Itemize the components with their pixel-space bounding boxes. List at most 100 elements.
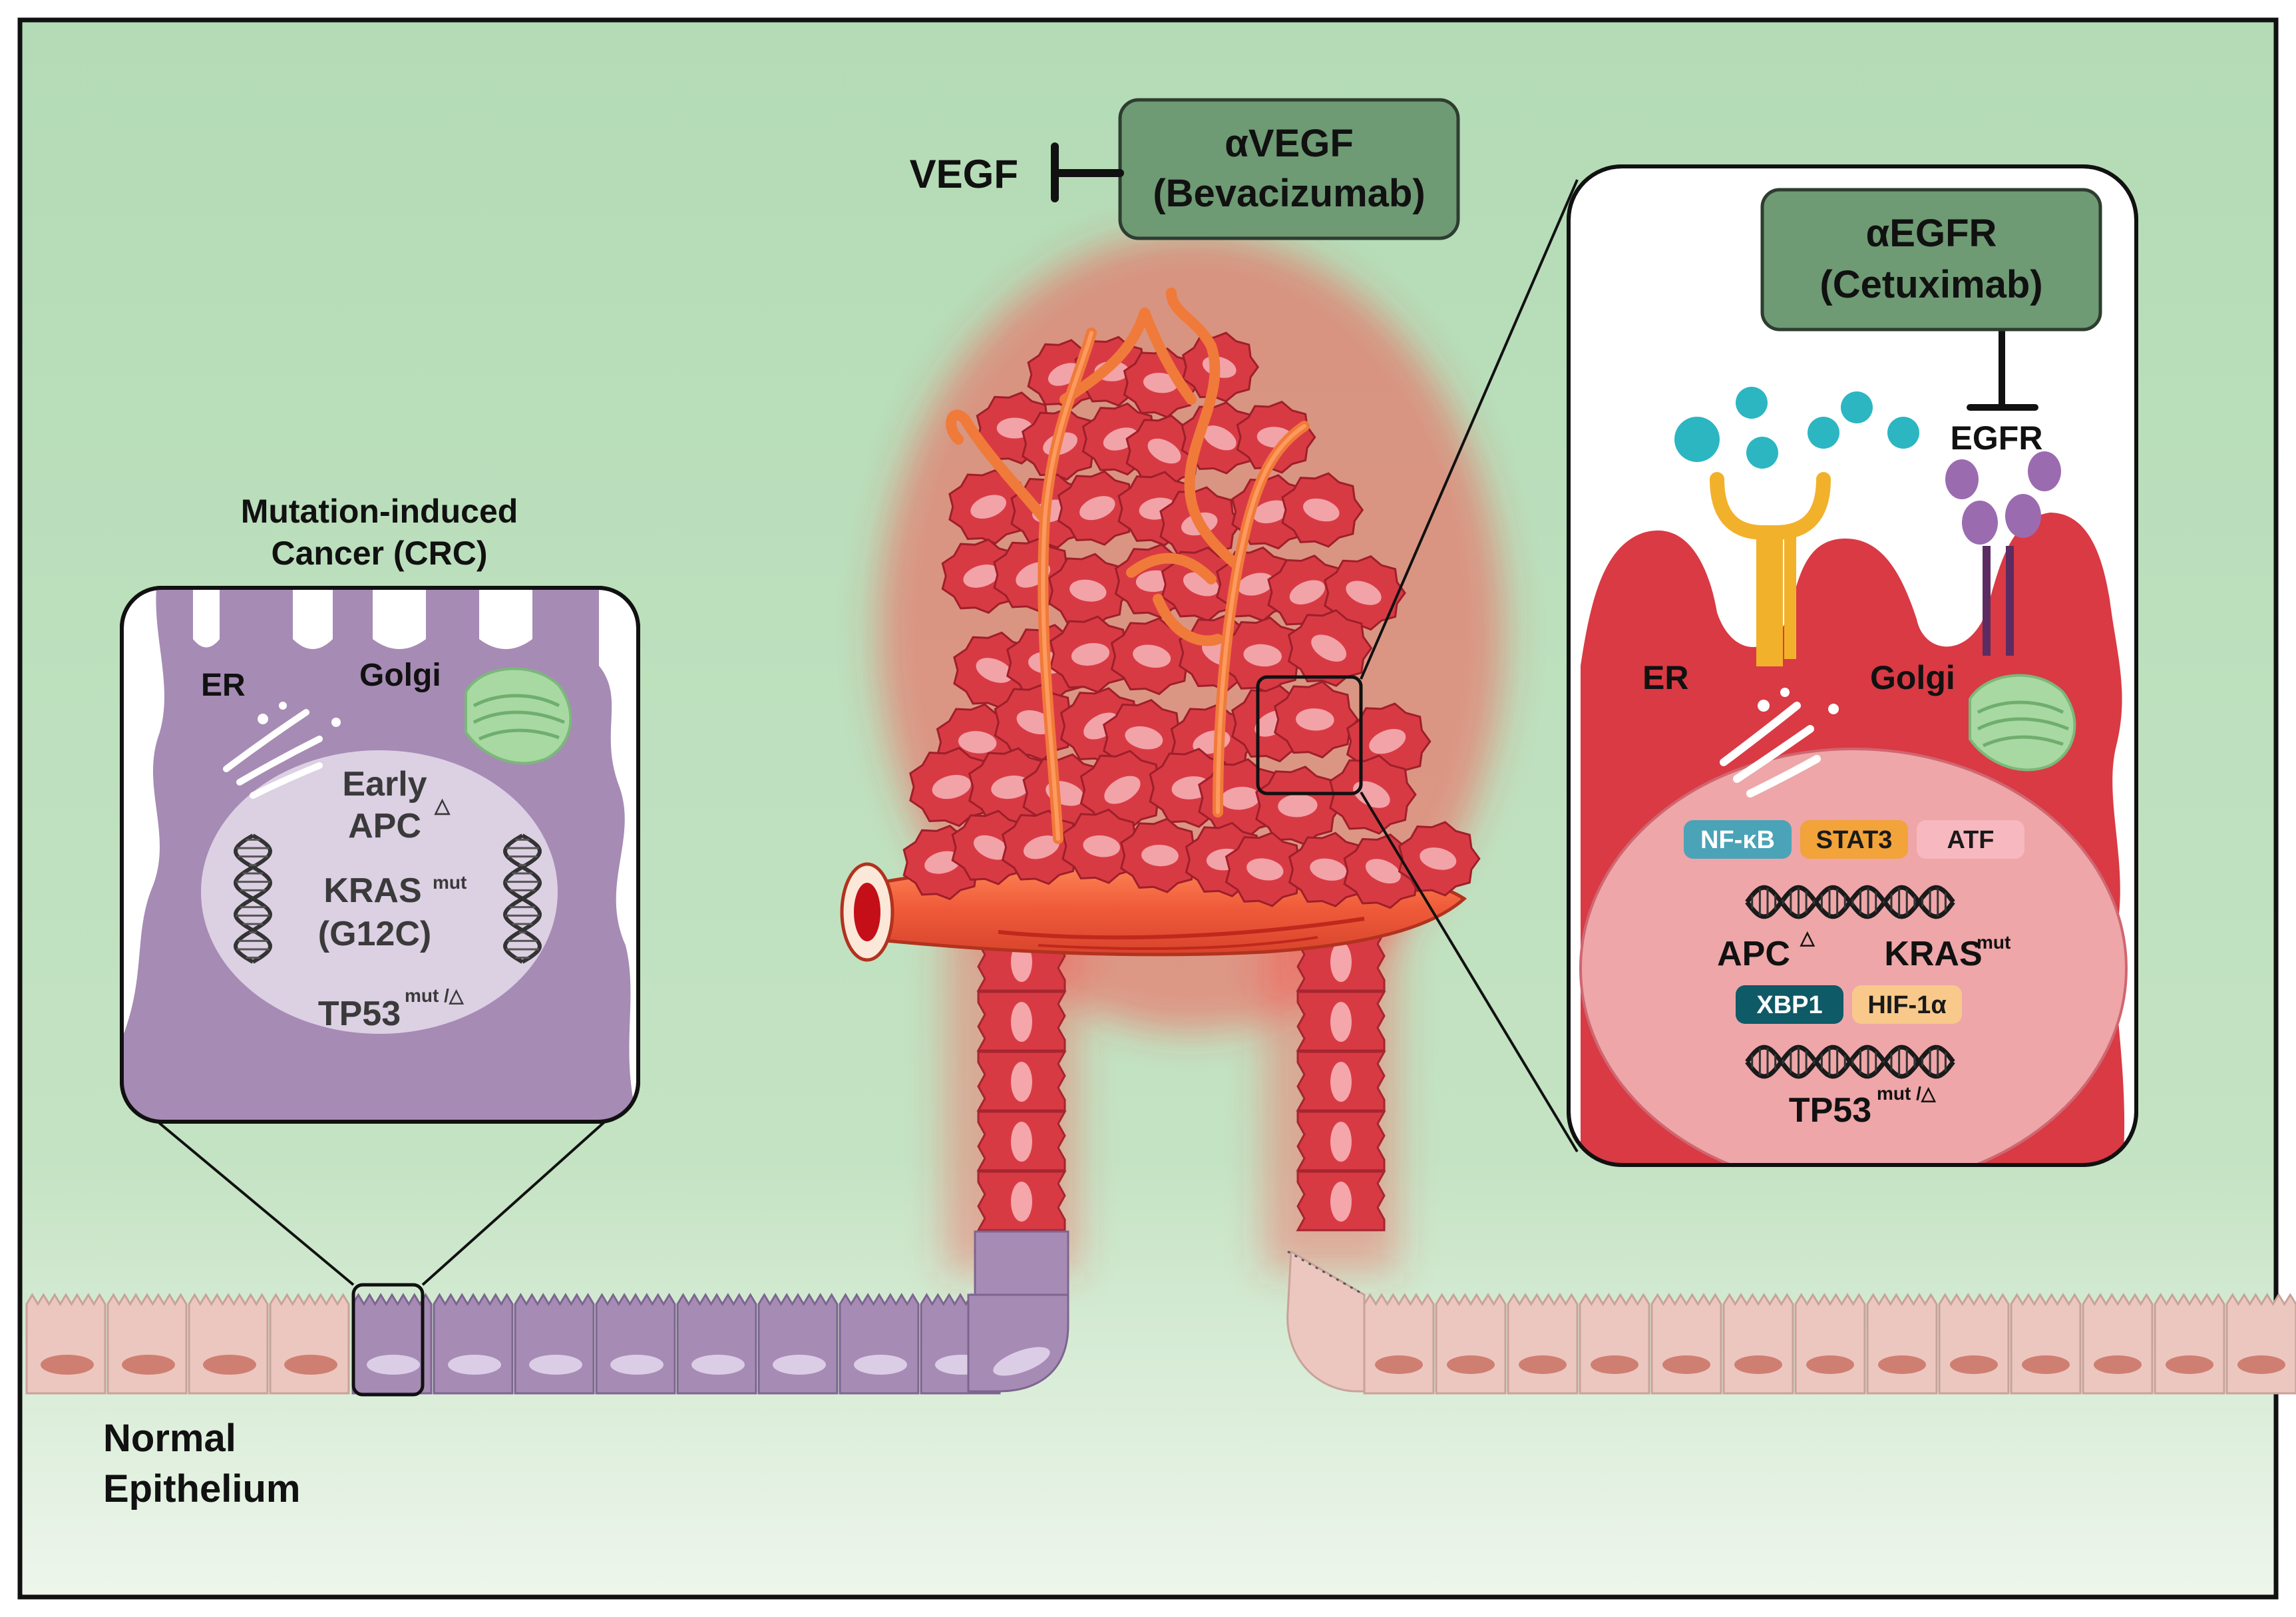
golgi-icon bbox=[1969, 674, 2076, 772]
tf-badge-label: STAT3 bbox=[1816, 826, 1893, 854]
mutant-cell-zoom-box bbox=[351, 1283, 425, 1397]
mutant-cell bbox=[433, 1293, 514, 1395]
normal-cell bbox=[2225, 1293, 2296, 1395]
cell-nucleus bbox=[1806, 1355, 1854, 1374]
dna-icon bbox=[1745, 1044, 1955, 1079]
cell-nucleus bbox=[932, 775, 971, 800]
crypt-walls bbox=[974, 931, 1386, 1296]
cell-nucleus bbox=[854, 1355, 907, 1375]
normal-cell bbox=[1507, 1293, 1579, 1395]
normal-epithelium-line2: Epithelium bbox=[103, 1467, 300, 1510]
er-icon bbox=[223, 702, 341, 799]
tf-badge-label: ATF bbox=[1947, 826, 1994, 854]
cell-nucleus bbox=[284, 1355, 337, 1375]
cell-nucleus bbox=[1330, 1002, 1352, 1042]
egfr-receptor-icon bbox=[1945, 451, 2061, 656]
golgi-label: Golgi bbox=[1870, 659, 1955, 696]
transcription-factor-badges: NF-κB STAT3 ATF XBP1 HIF-1α bbox=[1684, 820, 2024, 1024]
ligand-icons bbox=[1674, 387, 1919, 469]
apc-delta: △ bbox=[1800, 927, 1816, 948]
cell-nucleus bbox=[1104, 776, 1141, 804]
normal-cell bbox=[1435, 1293, 1507, 1395]
cell-nucleus bbox=[1147, 438, 1181, 464]
tp53-sup: mut /△ bbox=[405, 985, 465, 1006]
mutant-cell bbox=[839, 1293, 920, 1395]
cell-nucleus bbox=[1143, 372, 1178, 393]
cell-nucleus bbox=[1071, 642, 1110, 666]
normal-cell bbox=[2154, 1293, 2225, 1395]
cell-nucleus bbox=[691, 1355, 745, 1375]
dna-icon bbox=[503, 833, 542, 964]
mutant-cell bbox=[514, 1293, 595, 1395]
cell-nucleus bbox=[1141, 844, 1179, 867]
cell-nucleus bbox=[1237, 573, 1274, 596]
tf-badge: HIF-1α bbox=[1852, 985, 1962, 1024]
normal-cell bbox=[1938, 1293, 2010, 1395]
normal-cell bbox=[1866, 1293, 1938, 1395]
cell-nucleus bbox=[2022, 1355, 2070, 1374]
golgi-icon bbox=[465, 667, 572, 765]
normal-cell bbox=[2082, 1293, 2154, 1395]
cell-nucleus bbox=[2094, 1355, 2142, 1374]
normal-cell bbox=[269, 1293, 350, 1395]
avegf-label: αVEGF bbox=[1225, 122, 1354, 165]
normal-cell bbox=[1722, 1293, 1794, 1395]
cell-nucleus bbox=[1023, 835, 1059, 859]
cell-nucleus bbox=[1330, 942, 1352, 982]
early-label: Early bbox=[342, 765, 427, 804]
normal-cell bbox=[2010, 1293, 2082, 1395]
cell-nucleus bbox=[1950, 1355, 1998, 1374]
normal-cell bbox=[1794, 1293, 1866, 1395]
cell-nucleus bbox=[1734, 1355, 1782, 1374]
cell-nucleus bbox=[1252, 500, 1290, 524]
vegf-inhibition-symbol bbox=[1051, 142, 1124, 202]
cell-nucleus bbox=[1278, 794, 1318, 817]
cell-nucleus bbox=[1079, 496, 1115, 521]
apc-label: APC bbox=[1717, 935, 1790, 973]
vegf-label: VEGF bbox=[910, 152, 1018, 196]
golgi-label: Golgi bbox=[359, 658, 441, 693]
cell-cilia bbox=[1287, 1250, 1365, 1296]
kras-label: KRAS bbox=[323, 871, 421, 910]
zoom-connectors bbox=[120, 179, 1579, 1286]
kras-mut: mut bbox=[433, 872, 467, 893]
cell-nucleus bbox=[1375, 1355, 1423, 1374]
epithelium-layer bbox=[25, 1250, 2296, 1395]
cell-nucleus bbox=[1133, 644, 1171, 668]
cell-nucleus bbox=[1310, 858, 1347, 881]
cell-nucleus bbox=[1662, 1355, 1710, 1374]
cell-nucleus bbox=[1125, 726, 1163, 750]
tp53-sup: mut /△ bbox=[1877, 1083, 1937, 1104]
cell-nucleus bbox=[1878, 1355, 1926, 1374]
mutant-cell bbox=[595, 1293, 676, 1395]
cell-nucleus bbox=[1519, 1355, 1567, 1374]
er-label: ER bbox=[1642, 659, 1688, 696]
normal-cell bbox=[106, 1293, 188, 1395]
cell-nucleus bbox=[1330, 1122, 1352, 1162]
cell-nucleus bbox=[1296, 708, 1334, 731]
cell-nucleus bbox=[2166, 1355, 2213, 1374]
cell-nucleus bbox=[610, 1355, 664, 1375]
cell-nucleus bbox=[1330, 1062, 1352, 1102]
cell-nucleus bbox=[970, 495, 1006, 519]
cell-nucleus bbox=[1330, 1182, 1352, 1222]
cell-nucleus bbox=[1203, 425, 1237, 451]
cell-nucleus bbox=[1369, 729, 1406, 754]
cell-nucleus bbox=[41, 1355, 94, 1375]
cell-nucleus bbox=[963, 565, 1000, 588]
cell-nucleus bbox=[1083, 835, 1121, 857]
egfr-label: EGFR bbox=[1951, 419, 2043, 457]
cell-nucleus bbox=[993, 1347, 1050, 1376]
er-icon bbox=[1720, 688, 1839, 798]
tf-badge: ATF bbox=[1917, 820, 2024, 859]
cell-nucleus bbox=[1011, 1122, 1032, 1162]
tf-badge-label: NF-κB bbox=[1700, 826, 1775, 854]
egfr-inhibition-symbol bbox=[1967, 326, 2038, 411]
tumor-cell-zoom-box bbox=[1256, 675, 1363, 796]
aegfr-label: αEGFR bbox=[1866, 212, 1997, 255]
tf-badge-label: XBP1 bbox=[1756, 991, 1822, 1019]
tumor-vasculature-inner bbox=[1041, 331, 1306, 841]
mutant-cell bbox=[676, 1293, 757, 1395]
normal-cell bbox=[1363, 1293, 1435, 1395]
